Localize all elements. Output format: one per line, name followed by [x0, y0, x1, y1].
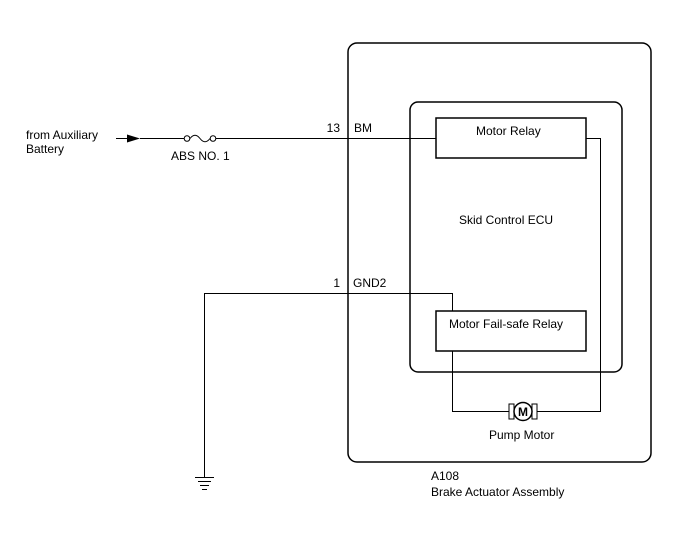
ground-icon [195, 477, 214, 490]
motor-relay-label: Motor Relay [476, 124, 541, 138]
source-label-line1: from Auxiliary [26, 128, 98, 142]
motor-fail-safe-relay-label: Motor Fail-safe Relay [449, 317, 563, 331]
fuse-label: ABS NO. 1 [171, 149, 230, 163]
pin-name-gnd2: GND2 [353, 276, 387, 290]
connector-code: A108 [431, 469, 459, 483]
gnd2-wire [204, 293, 453, 477]
source-label-line2: Battery [26, 142, 64, 156]
motor-fail-safe-relay-box [435, 310, 587, 352]
fail-safe-relay-output-wire [452, 351, 509, 412]
pin-number-gnd2: 1 [333, 276, 340, 290]
motor-icon: M [508, 401, 538, 422]
pin-number-bm: 13 [327, 121, 341, 135]
pin-name-bm: BM [354, 121, 372, 135]
brake-actuator-assembly-box [347, 42, 652, 463]
fuse-icon [183, 134, 217, 143]
motor-symbol: M [518, 405, 528, 419]
assembly-label: Brake Actuator Assembly [431, 485, 564, 499]
motor-relay-box [435, 117, 587, 159]
pump-motor-label: Pump Motor [489, 428, 554, 442]
ecu-label: Skid Control ECU [459, 213, 553, 227]
skid-control-ecu-box [409, 101, 623, 373]
motor-relay-output-wire [537, 138, 601, 412]
arrow-right-icon [116, 134, 140, 143]
